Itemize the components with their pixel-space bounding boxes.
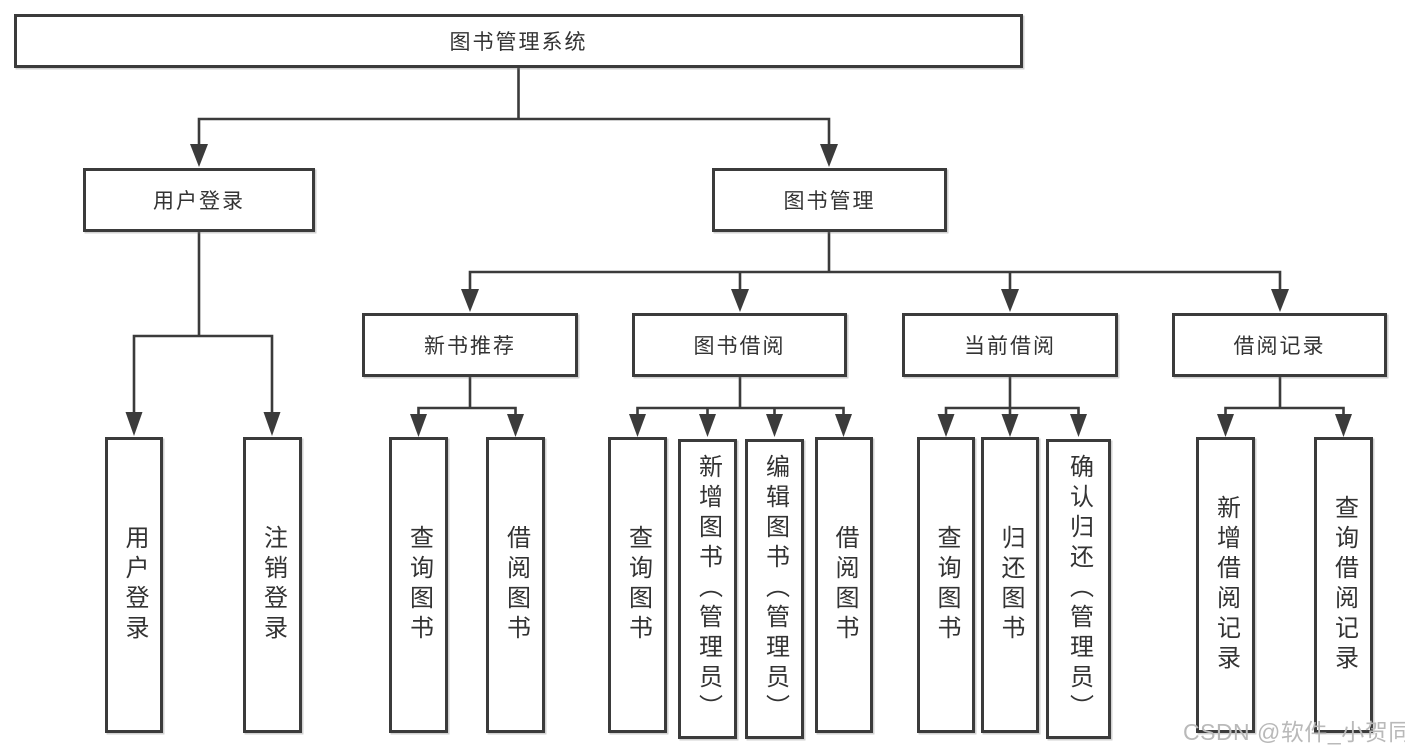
leaf-records-query-borrow-record: 查询借阅记录 [1314,437,1373,733]
leaf-label: 确认归还（管理员） [1065,454,1093,724]
leaf-login-user-login: 用户登录 [105,437,163,733]
leaf-borrow-add-books-admin: 新增图书（管理员） [678,439,737,739]
leaf-label: 编辑图书（管理员） [761,454,789,724]
leaf-borrow-query-books: 查询图书 [608,437,667,733]
leaf-label: 归还图书 [997,525,1024,645]
node-root-library-system: 图书管理系统 [14,14,1023,68]
node-new-book-recommend: 新书推荐 [362,313,578,377]
leaf-label: 查询图书 [624,525,652,645]
leaf-recommend-borrow-books: 借阅图书 [486,437,545,733]
leaf-label: 借阅图书 [831,525,858,645]
leaf-label: 借阅图书 [502,525,530,645]
leaf-login-logout: 注销登录 [243,437,302,733]
leaf-borrow-edit-books-admin: 编辑图书（管理员） [745,439,804,739]
leaf-label: 查询借阅记录 [1330,495,1358,675]
leaf-records-add-borrow-record: 新增借阅记录 [1196,437,1255,733]
leaf-recommend-query-books: 查询图书 [389,437,448,733]
leaf-label: 注销登录 [259,525,287,645]
node-book-management: 图书管理 [712,168,947,232]
leaf-borrow-borrow-books: 借阅图书 [815,437,873,733]
leaf-current-return-books: 归还图书 [981,437,1039,733]
leaf-label: 新增借阅记录 [1212,495,1240,675]
leaf-current-confirm-return-admin: 确认归还（管理员） [1046,439,1111,739]
node-borrowing-records: 借阅记录 [1172,313,1387,377]
arrowheads [125,144,1352,437]
node-current-borrowing: 当前借阅 [902,313,1118,377]
leaf-label: 用户登录 [121,525,148,645]
leaf-label: 查询图书 [405,525,433,645]
node-book-borrowing: 图书借阅 [632,313,847,377]
csdn-watermark: CSDN @软件_小贺同学 [1183,719,1405,745]
node-user-login: 用户登录 [83,168,315,232]
leaf-label: 查询图书 [933,525,960,645]
leaf-label: 新增图书（管理员） [694,454,722,724]
leaf-current-query-books: 查询图书 [917,437,975,733]
